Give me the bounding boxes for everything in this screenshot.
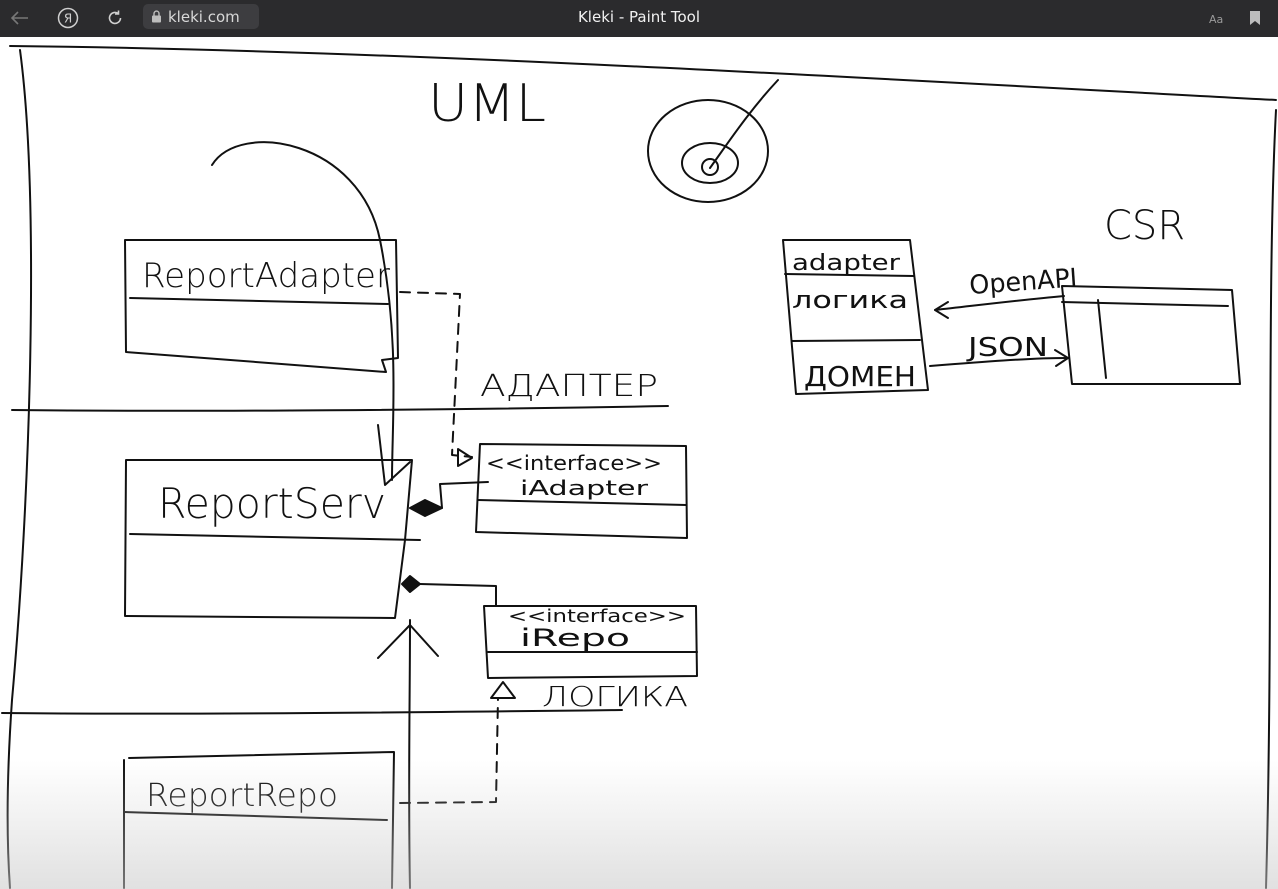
url-text: kleki.com [168, 7, 240, 26]
irepo-box [483, 605, 698, 679]
bookmark-icon[interactable] [1244, 7, 1266, 29]
report-serv-label: ReportServ [158, 479, 386, 528]
openapi-arrow [934, 295, 1065, 311]
report-repo-label: ReportRepo [146, 776, 338, 814]
address-bar[interactable]: kleki.com [143, 4, 259, 29]
iadapter-name: iAdapter [520, 476, 649, 500]
csr-table [1061, 285, 1241, 385]
logic-layer-line [1, 709, 623, 715]
svg-text:Я: Я [64, 12, 72, 26]
translate-icon[interactable]: Aa [1207, 7, 1229, 29]
diagram-title: UML [428, 74, 546, 134]
drawing-canvas[interactable]: UML CSR АДАПТЕР ЛОГИКА ReportAdapter Rep… [0, 37, 1278, 889]
yandex-logo-icon[interactable]: Я [57, 7, 79, 29]
svg-text:Aa: Aa [1209, 13, 1223, 26]
dashed-realization [399, 697, 499, 804]
report-adapter-label: ReportAdapter [142, 256, 390, 296]
dependency-arc [211, 141, 395, 481]
frame-top [9, 45, 1277, 101]
adapter-layer-label: АДАПТЕР [480, 369, 658, 404]
json-label: JSON [966, 333, 1048, 363]
window-title: Kleki - Paint Tool [577, 8, 701, 26]
adapter-layer-line [11, 405, 669, 412]
adapter-box-label: adapter [792, 251, 901, 276]
report-adapter-box [124, 239, 399, 373]
frame-left [6, 49, 33, 889]
logic-layer-label: ЛОГИКА [542, 680, 688, 713]
frame-right [1265, 109, 1277, 889]
json-arrow [929, 357, 1067, 367]
target-outer-ellipse [647, 99, 769, 203]
browser-toolbar: Я kleki.com Kleki - Paint Tool Aa [0, 0, 1278, 37]
composition-diamond-repo [401, 575, 421, 593]
stack-box [782, 239, 929, 395]
iadapter-box [475, 443, 688, 539]
composition-diamond-adapter [409, 499, 443, 517]
reload-icon[interactable] [104, 7, 126, 29]
lock-icon [152, 10, 161, 23]
iadapter-stereotype: <<interface>> [486, 451, 662, 475]
back-arrow-icon[interactable] [9, 7, 31, 29]
irepo-name: iRepo [520, 624, 630, 652]
serv-repo-line [408, 619, 411, 889]
csr-label: CSR [1104, 203, 1185, 249]
report-serv-box [124, 459, 413, 619]
dashed-dependency [399, 291, 473, 458]
whiteboard-sketch: UML CSR АДАПТЕР ЛОГИКА ReportAdapter Rep… [1, 45, 1277, 889]
irepo-stereotype: <<interface>> [508, 606, 686, 627]
logic-box-label: логика [792, 286, 908, 314]
domain-box-label: ДОМЕН [804, 360, 916, 393]
